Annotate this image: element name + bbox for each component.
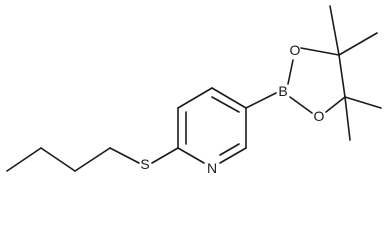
bond-c1-c2 xyxy=(6,147,42,172)
bond-b-o2 xyxy=(289,96,313,114)
bond-c6-n-inner xyxy=(219,143,240,156)
bond-c3-c4-ring xyxy=(177,87,213,109)
methyl-1 xyxy=(329,5,340,56)
methyl-3 xyxy=(344,96,382,109)
structure-diagram: S N B O O xyxy=(6,5,382,176)
bond-c4-c5-inner xyxy=(211,96,240,113)
atom-b-label: B xyxy=(278,83,287,99)
bond-o1-c xyxy=(300,47,340,56)
bond-c2-c3 xyxy=(40,147,76,172)
bond-c4-s xyxy=(109,147,140,164)
bond-b-o1 xyxy=(287,59,294,85)
molecule-drawing: S N B O O xyxy=(6,5,382,176)
bond-s-ring xyxy=(151,147,179,164)
bond-n-c2-ring xyxy=(177,147,205,164)
atom-s-label: S xyxy=(140,156,149,172)
bond-c-c xyxy=(338,54,346,98)
atom-o2-label: O xyxy=(314,108,325,124)
bond-ring-b xyxy=(245,92,277,109)
bond-o2-c xyxy=(325,96,346,113)
atom-labels: S N B O O xyxy=(140,42,324,176)
atom-n-label: N xyxy=(207,160,217,176)
methyl-groups xyxy=(329,5,382,141)
pyridine-ring xyxy=(177,87,247,164)
methyl-2 xyxy=(338,32,378,56)
dioxaborolane-ring xyxy=(287,47,346,114)
bond-c6-n-ring xyxy=(219,147,247,164)
bond-c3-c4 xyxy=(74,147,111,172)
atom-o1-label: O xyxy=(290,42,301,58)
butyl-chain xyxy=(6,147,140,172)
methyl-4 xyxy=(344,96,351,141)
bond-c4-c5-ring xyxy=(211,87,247,109)
